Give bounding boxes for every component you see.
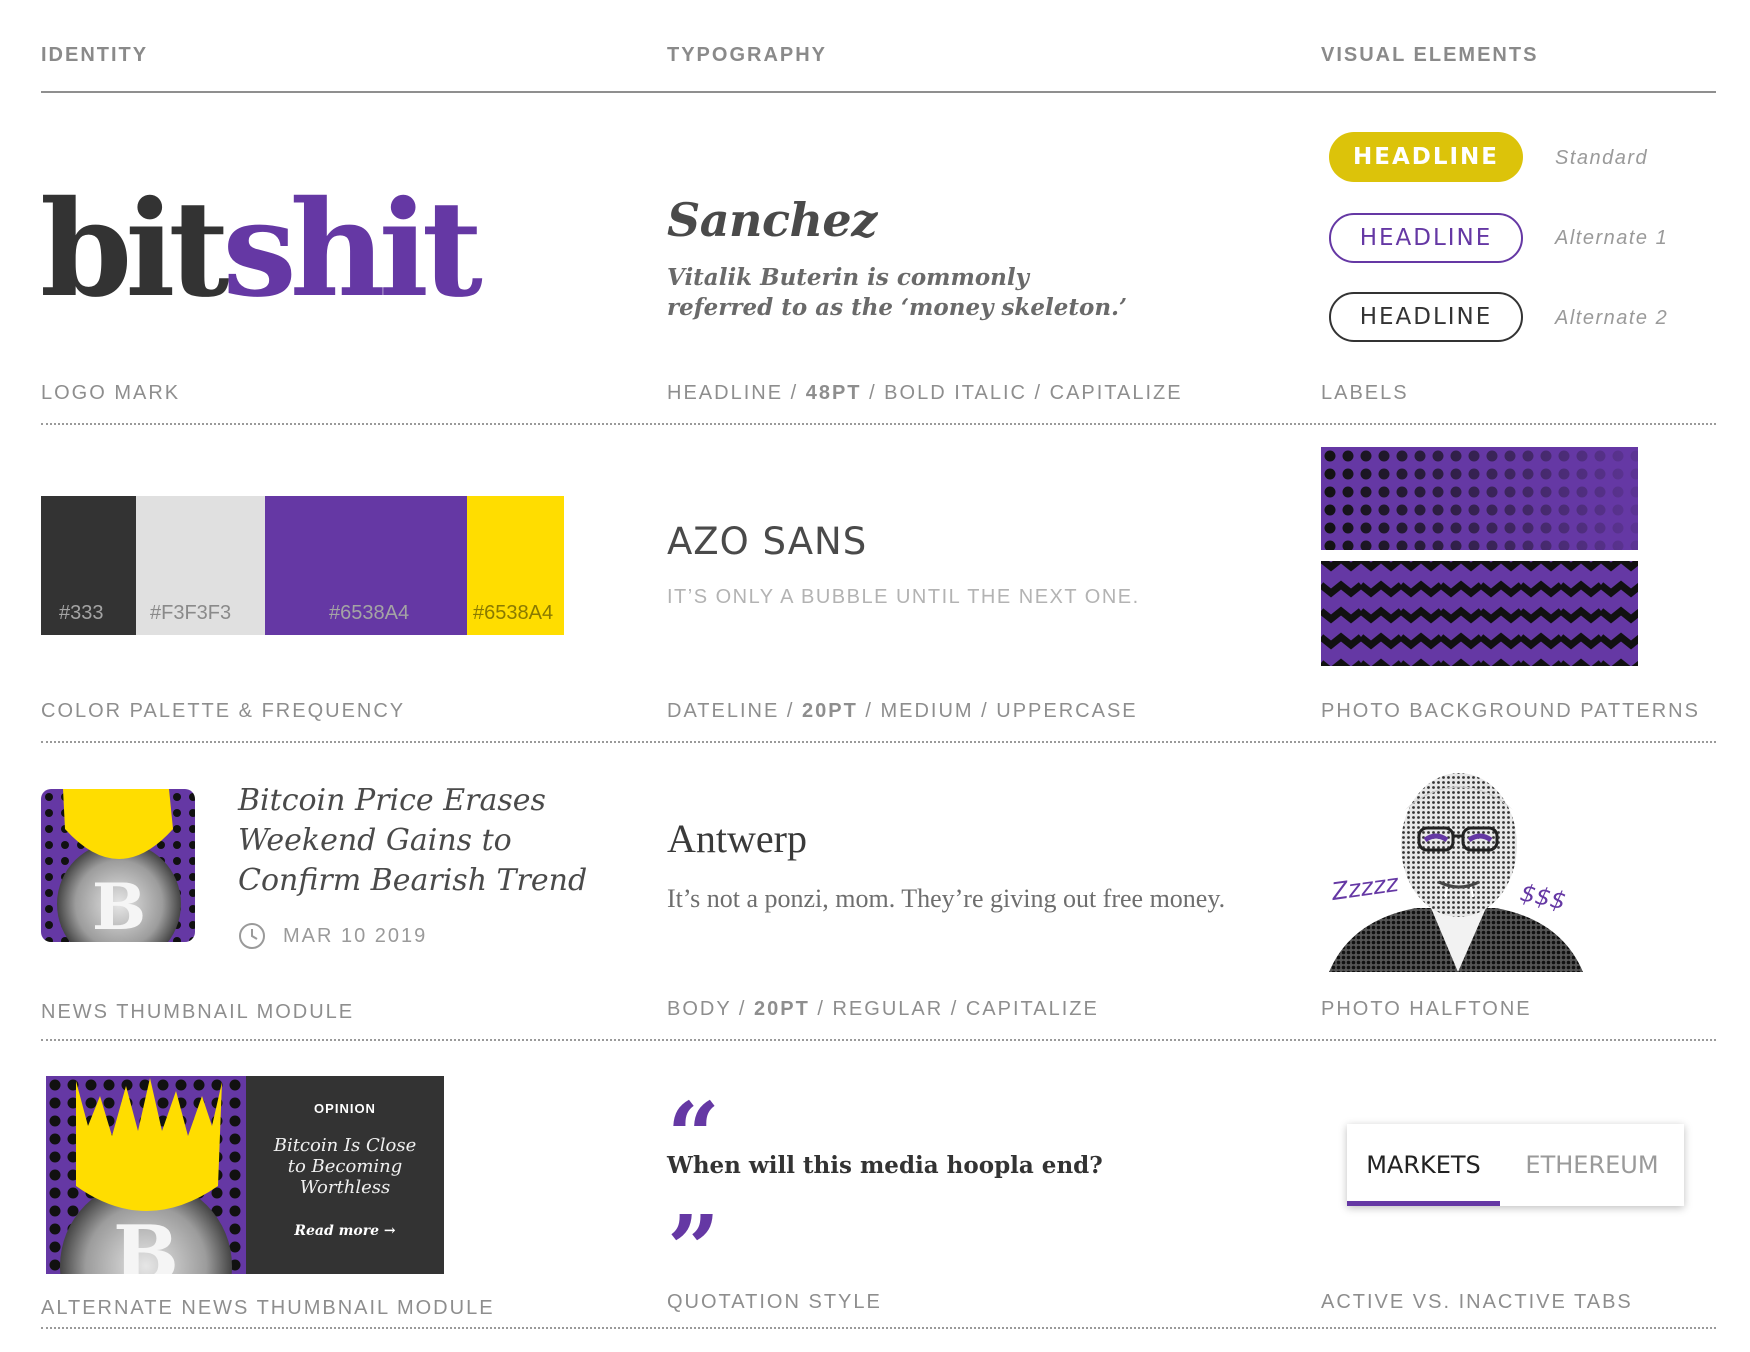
row-divider <box>41 1327 1716 1329</box>
headline-font-name: Sanchez <box>667 193 877 247</box>
caption-text: / REGULAR / CAPITALIZE <box>809 998 1099 1020</box>
alt-thumbnail-panel: OPINION Bitcoin Is Close to Becoming Wor… <box>246 1076 444 1274</box>
clock-icon <box>239 923 265 949</box>
caption-text: BODY / <box>667 998 754 1020</box>
quote-caption: QUOTATION STYLE <box>667 1291 882 1313</box>
alt-news-caption: ALTERNATE NEWS THUMBNAIL MODULE <box>41 1297 495 1319</box>
label-standard[interactable]: HEADLINE <box>1329 132 1523 182</box>
label-standard-note: Standard <box>1555 147 1649 169</box>
label-alternate-2[interactable]: HEADLINE <box>1329 292 1523 342</box>
label-alternate-1[interactable]: HEADLINE <box>1329 213 1523 263</box>
caption-size: 48PT <box>805 382 862 404</box>
headline-font-sample: Vitalik Buterin is commonly referred to … <box>667 264 1128 321</box>
column-header-identity: IDENTITY <box>41 44 149 66</box>
halftone-caption: PHOTO HALFTONE <box>1321 998 1532 1020</box>
zigzag-pattern <box>1321 561 1638 666</box>
dot-pattern <box>1321 447 1638 550</box>
alt-headline[interactable]: Bitcoin Is Close to Becoming Worthless <box>273 1135 417 1198</box>
dateline-font-name: AZO SANS <box>667 520 868 563</box>
logo-caption: LOGO MARK <box>41 382 181 404</box>
swatch-dark: #333 <box>41 496 136 635</box>
column-header-typography: TYPOGRAPHY <box>667 44 828 66</box>
bitcoin-coin-icon <box>57 842 181 942</box>
caption-text: DATELINE / <box>667 700 802 722</box>
labels-caption: LABELS <box>1321 382 1409 404</box>
logo-mark: bitshit <box>40 184 483 316</box>
glasses-icon <box>1417 826 1455 852</box>
tab-markets[interactable]: MARKETS <box>1366 1151 1481 1179</box>
close-quote-icon: ” <box>667 1195 720 1303</box>
news-date: MAR 10 2019 <box>283 925 428 947</box>
swatch-label: #6538A4 <box>329 602 410 624</box>
news-thumbnail-image[interactable]: B <box>41 789 195 942</box>
patterns-caption: PHOTO BACKGROUND PATTERNS <box>1321 700 1700 722</box>
quote-text: When will this media hoopla end? <box>667 1152 1103 1179</box>
body-font-caption: BODY / 20PT / REGULAR / CAPITALIZE <box>667 998 1099 1021</box>
active-tab-indicator <box>1347 1201 1500 1206</box>
swatch-label: #333 <box>59 602 104 624</box>
background-patterns <box>1321 447 1638 666</box>
row-divider <box>41 741 1716 743</box>
row-divider <box>41 423 1716 425</box>
bitcoin-symbol-icon: B <box>113 1209 179 1274</box>
caption-size: 20PT <box>802 700 858 722</box>
caption-size: 20PT <box>754 998 810 1020</box>
swatch-label: #F3F3F3 <box>150 602 232 624</box>
caption-text: HEADLINE / <box>667 382 806 404</box>
sleep-zzz-text: Zzzzz <box>1329 869 1401 906</box>
palette-caption: COLOR PALETTE & FREQUENCY <box>41 700 406 722</box>
swatch-label: #6538A4 <box>473 602 554 624</box>
dateline-font-sample: IT’S ONLY A BUBBLE UNTIL THE NEXT ONE. <box>667 586 1140 608</box>
column-header-visual-elements: VISUAL ELEMENTS <box>1321 44 1539 66</box>
tab-ethereum[interactable]: ETHEREUM <box>1525 1151 1659 1179</box>
body-font-sample: It’s not a ponzi, mom. They’re giving ou… <box>667 884 1226 913</box>
bitcoin-coin-icon <box>60 1180 232 1274</box>
body-font-name: Antwerp <box>667 816 807 861</box>
money-symbols-text: $$$ <box>1518 878 1569 915</box>
caption-text: / BOLD ITALIC / CAPITALIZE <box>861 382 1183 404</box>
alt-kicker: OPINION <box>314 1101 376 1116</box>
caption-text: / MEDIUM / UPPERCASE <box>857 700 1138 722</box>
read-more-label: Read more <box>294 1223 380 1239</box>
tab-bar: MARKETS ETHEREUM <box>1347 1124 1684 1206</box>
news-headline[interactable]: Bitcoin Price Erases Weekend Gains to Co… <box>238 783 588 898</box>
headline-font-caption: HEADLINE / 48PT / BOLD ITALIC / CAPITALI… <box>667 382 1183 405</box>
row-divider <box>41 1039 1716 1041</box>
alt-thumbnail-image[interactable]: B <box>46 1076 246 1274</box>
arrow-right-icon: → <box>383 1223 396 1239</box>
read-more-link[interactable]: Read more → <box>246 1223 444 1239</box>
tabs-caption: ACTIVE VS. INACTIVE TABS <box>1321 1291 1633 1313</box>
face-shape <box>1401 773 1517 917</box>
label-alternate-1-note: Alternate 1 <box>1555 227 1669 249</box>
swatch-purple: #6538A4 <box>265 496 467 635</box>
bitcoin-symbol-icon: B <box>92 870 146 942</box>
header-divider <box>41 91 1716 93</box>
open-quote-icon: “ <box>667 1082 720 1190</box>
swatch-light: #F3F3F3 <box>136 496 265 635</box>
logo-part-shit: shit <box>222 172 482 327</box>
photo-halftone: Zzzzz $$$ <box>1329 773 1583 972</box>
swatch-yellow: #6538A4 <box>467 496 564 635</box>
logo-part-bit: bit <box>40 172 229 327</box>
label-alternate-2-note: Alternate 2 <box>1555 307 1669 329</box>
flame-icon <box>76 1078 222 1211</box>
news-caption: NEWS THUMBNAIL MODULE <box>41 1001 355 1023</box>
flame-icon <box>63 789 173 859</box>
dateline-font-caption: DATELINE / 20PT / MEDIUM / UPPERCASE <box>667 700 1138 723</box>
